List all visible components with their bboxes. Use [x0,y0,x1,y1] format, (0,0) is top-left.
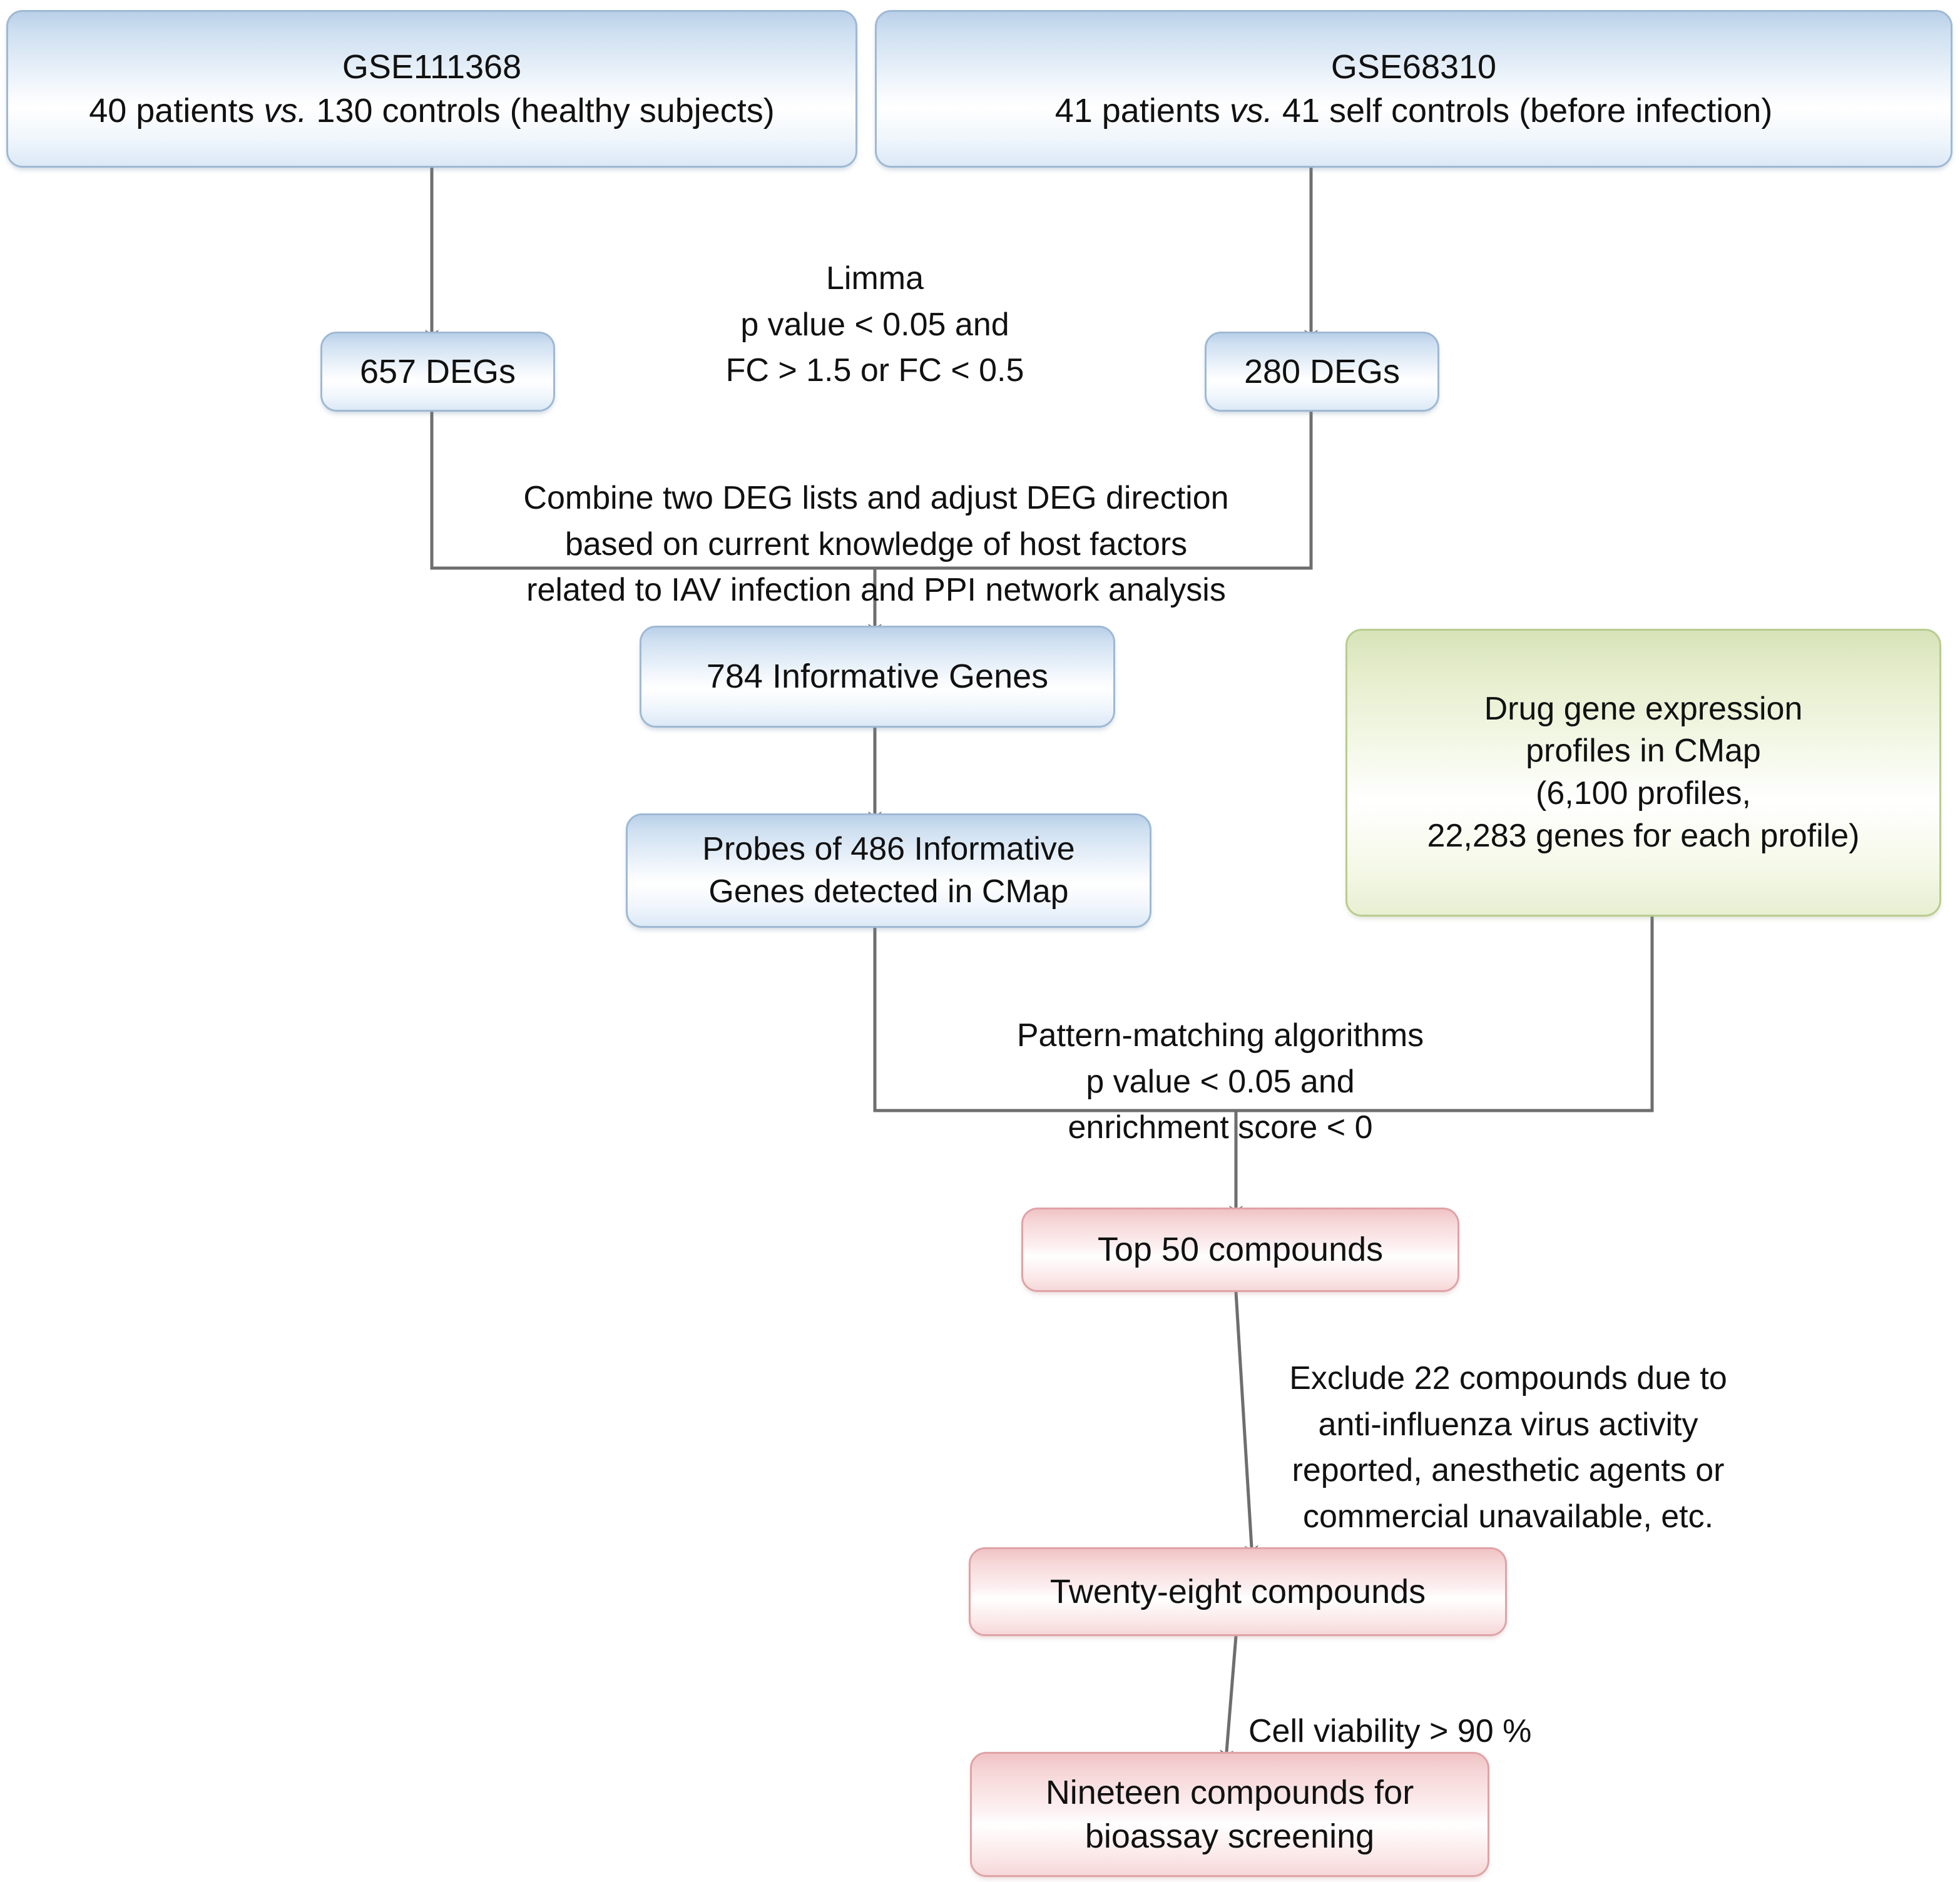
twentyeight-label: Twenty-eight compounds [1049,1572,1426,1610]
dataset-left-desc-post: 130 controls (healthy subjects) [307,92,775,130]
degs-left-label: 657 DEGs [359,352,516,390]
dataset-left-desc-pre: 40 patients [89,92,264,130]
node-twenty-eight-compounds[interactable]: Twenty-eight compounds [969,1547,1507,1636]
top50-label: Top 50 compounds [1097,1231,1384,1269]
dataset-right-desc-post: 41 self controls (before infection) [1272,92,1773,130]
edge-twentyeight-to-nineteen [1220,1635,1238,1764]
edge-label-limma: Limma p value < 0.05 and FC > 1.5 or FC … [637,210,1113,394]
exclude-text: Exclude 22 compounds due to anti-influen… [1289,1360,1727,1535]
edge-label-cell-viability: Cell viability > 90 % [1248,1662,1636,1755]
dataset-left-desc-em: vs. [263,92,307,130]
informative-genes-label: 784 Informative Genes [706,658,1049,696]
dataset-right-desc-em: vs. [1229,92,1273,130]
limma-text: Limma p value < 0.05 and FC > 1.5 or FC … [725,260,1024,389]
node-657-degs[interactable]: 657 DEGs [320,332,555,412]
edge-label-combine: Combine two DEG lists and adjust DEG dir… [438,429,1314,614]
node-dataset-gse68310[interactable]: GSE68310 41 patients vs. 41 self control… [875,10,1952,168]
viability-text: Cell viability > 90 % [1248,1712,1532,1749]
node-784-informative-genes[interactable]: 784 Informative Genes [640,626,1115,728]
node-probes-486[interactable]: Probes of 486 Informative Genes detected… [626,813,1151,928]
degs-right-label: 280 DEGs [1243,352,1401,390]
node-dataset-gse111368[interactable]: GSE111368 40 patients vs. 130 controls (… [6,10,857,168]
node-nineteen-compounds[interactable]: Nineteen compounds for bioassay screenin… [970,1752,1489,1877]
cmap-label: Drug gene expression profiles in CMap (6… [1427,690,1860,854]
dataset-left-id: GSE111368 [342,48,522,86]
nineteen-label: Nineteen compounds for bioassay screenin… [1045,1773,1414,1855]
dataset-right-desc-pre: 41 patients [1054,92,1230,130]
edge-label-pattern-matching: Pattern-matching algorithms p value < 0.… [914,967,1527,1151]
dataset-right-id: GSE68310 [1330,48,1497,86]
edge-label-exclude: Exclude 22 compounds due to anti-influen… [1245,1310,1771,1540]
node-280-degs[interactable]: 280 DEGs [1205,332,1439,412]
node-top-50-compounds[interactable]: Top 50 compounds [1021,1208,1459,1292]
node-cmap-profiles[interactable]: Drug gene expression profiles in CMap (6… [1345,629,1941,917]
probes-label: Probes of 486 Informative Genes detected… [702,830,1075,910]
combine-text: Combine two DEG lists and adjust DEG dir… [523,479,1229,609]
pattern-matching-text: Pattern-matching algorithms p value < 0.… [1016,1017,1424,1146]
